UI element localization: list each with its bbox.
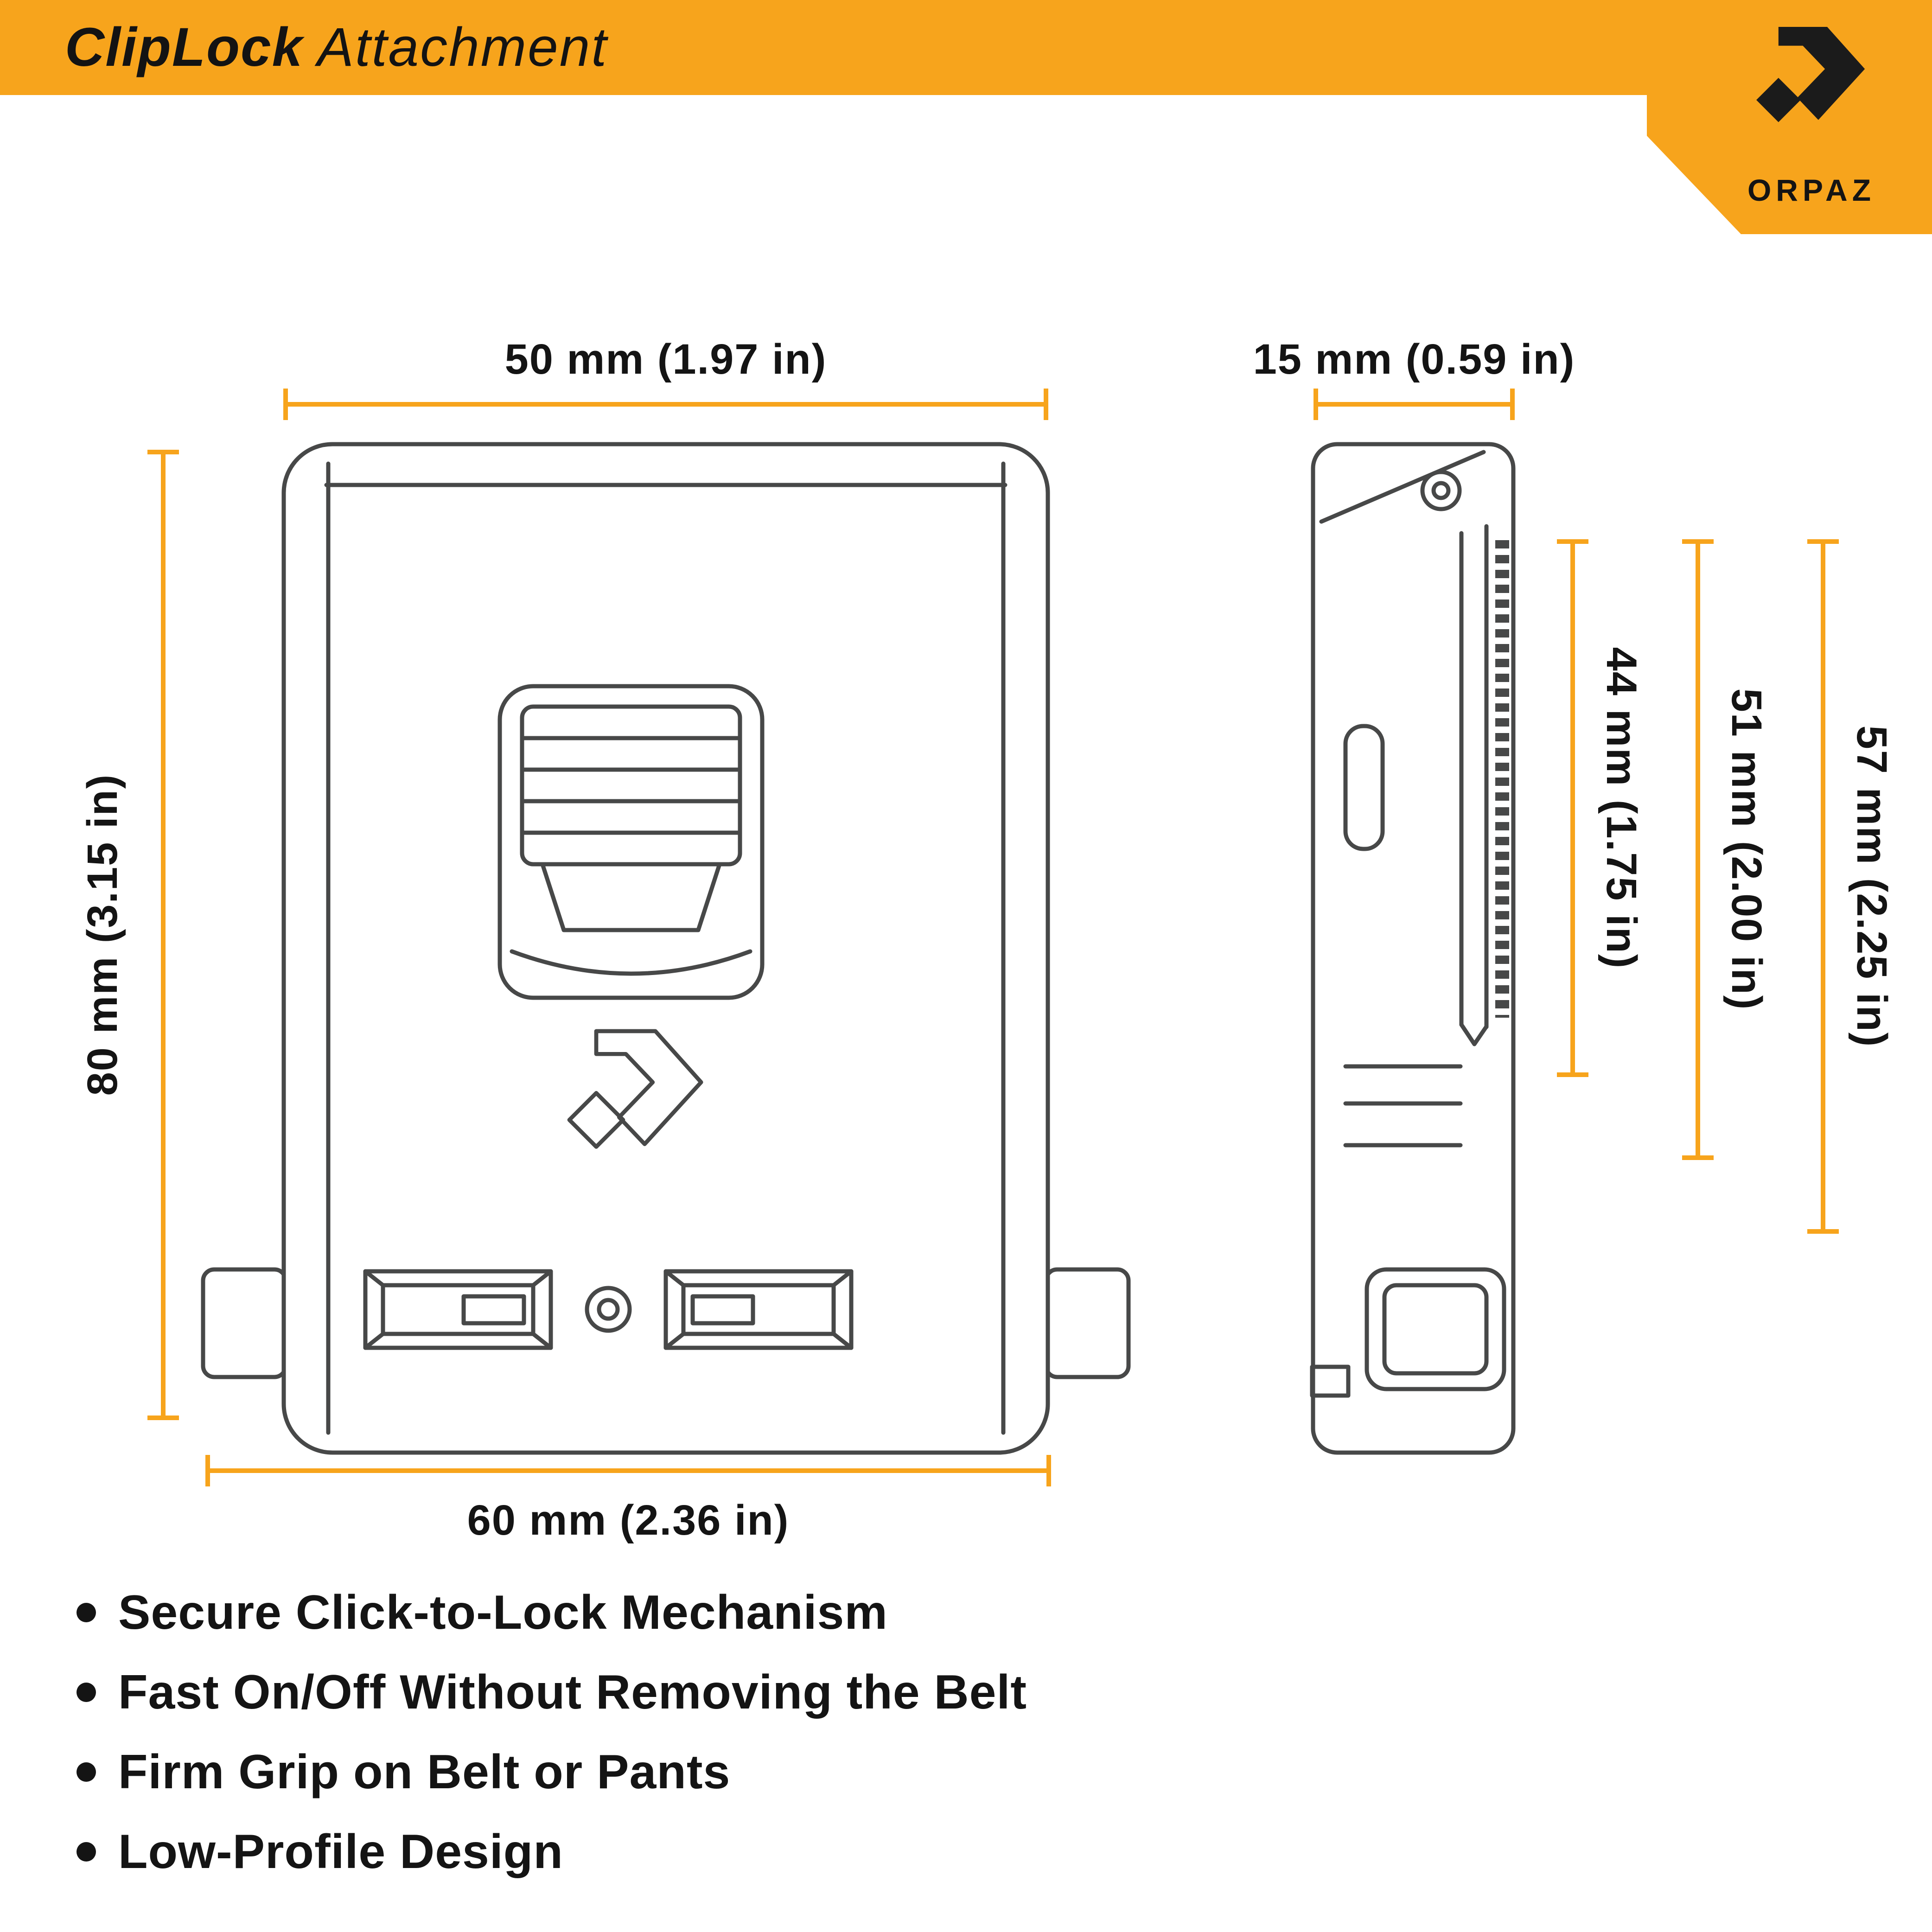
feature-text: Secure Click-to-Lock Mechanism <box>118 1585 888 1639</box>
embossed-logo-outline <box>567 1029 703 1149</box>
dimension-annotations: 50 mm (1.97 in) 80 mm (3.15 in) 60 mm (2… <box>79 336 1895 1544</box>
feature-text: Low-Profile Design <box>118 1824 563 1879</box>
dim-base-width-label: 60 mm (2.36 in) <box>467 1497 790 1544</box>
feature-item: Fast On/Off Without Removing the Belt <box>77 1652 1027 1732</box>
dim-front-height-label: 80 mm (3.15 in) <box>79 774 126 1096</box>
feature-item: Secure Click-to-Lock Mechanism <box>77 1573 1027 1652</box>
dim-clip-mid-label: 51 mm (2.00 in) <box>1723 689 1770 1011</box>
page-title-product: ClipLock <box>65 17 304 78</box>
orpaz-logo-icon <box>1756 27 1865 122</box>
side-view-drawing <box>1310 442 1516 1455</box>
dim-clip-full-label: 57 mm (2.25 in) <box>1848 726 1895 1048</box>
feature-text: Fast On/Off Without Removing the Belt <box>118 1665 1027 1719</box>
front-view-drawing <box>201 442 1131 1455</box>
dim-front-width-label: 50 mm (1.97 in) <box>505 336 827 383</box>
feature-list: Secure Click-to-Lock Mechanism Fast On/O… <box>77 1573 1027 1892</box>
dim-side-width-label: 15 mm (0.59 in) <box>1253 336 1575 383</box>
feature-item: Firm Grip on Belt or Pants <box>77 1732 1027 1812</box>
feature-text: Firm Grip on Belt or Pants <box>118 1745 731 1799</box>
brand-name: ORPAZ <box>1747 173 1876 207</box>
header-bar <box>0 0 1932 95</box>
page-title-suffix: Attachment <box>317 17 608 78</box>
dim-clip-inner-label: 44 mm (1.75 in) <box>1598 647 1645 969</box>
feature-item: Low-Profile Design <box>77 1812 1027 1892</box>
